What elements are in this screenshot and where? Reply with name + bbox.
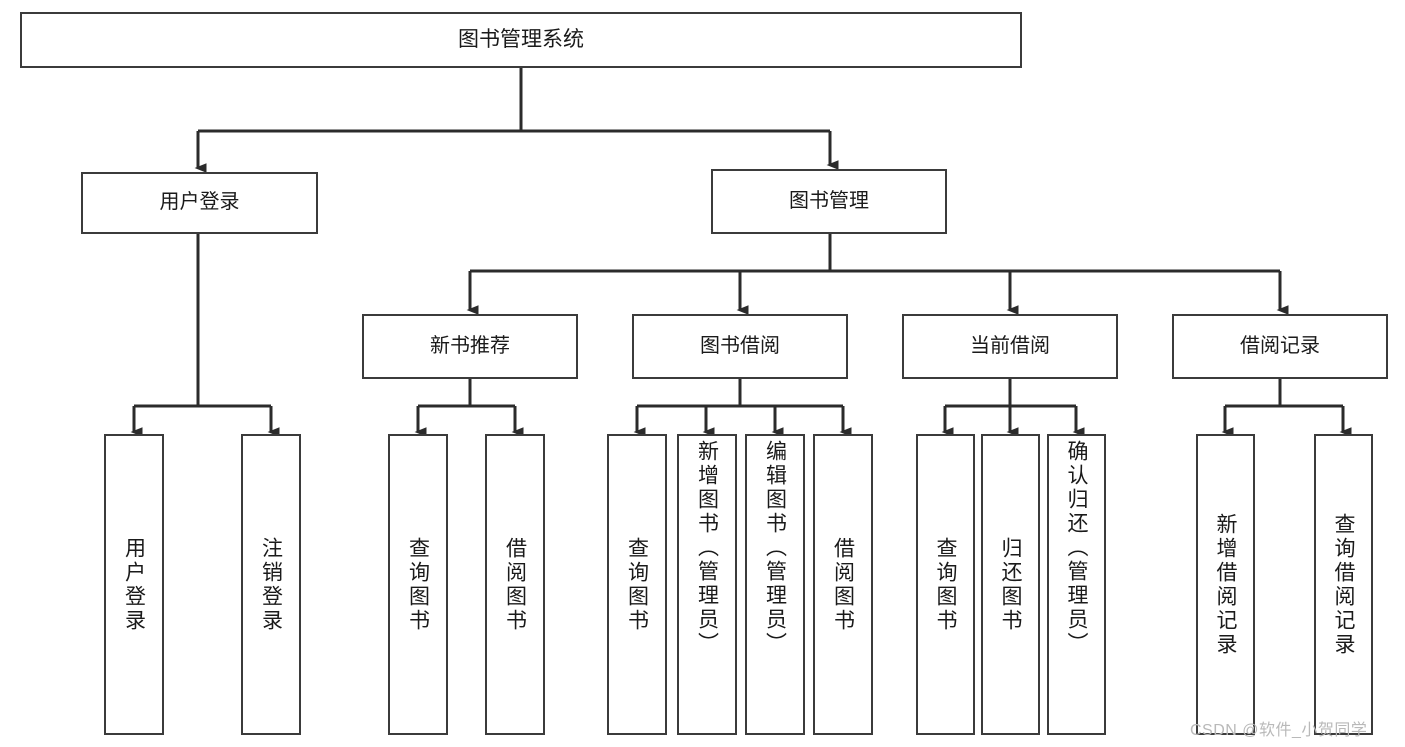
node-borrow-record[interactable]: 借阅记录: [1172, 314, 1388, 379]
csdn-watermark: CSDN @软件_小贺同学: [1190, 722, 1368, 739]
node-label: 查询图书: [934, 536, 957, 633]
node-label: 借阅图书: [831, 536, 855, 633]
node-current-borrow[interactable]: 当前借阅: [902, 314, 1118, 379]
node-label: 图书管理系统: [458, 27, 584, 51]
node-label: 新增图书（管理员）: [695, 440, 719, 656]
node-book-management[interactable]: 图书管理: [711, 169, 947, 234]
node-new-book-recommend[interactable]: 新书推荐: [362, 314, 578, 379]
node-label: 查询图书: [406, 536, 430, 633]
node-label: 当前借阅: [970, 334, 1050, 357]
node-root-system[interactable]: 图书管理系统: [20, 12, 1022, 68]
node-label: 借阅图书: [503, 536, 527, 633]
leaf-record-add-record[interactable]: 新增借阅记录: [1196, 434, 1255, 735]
node-label: 新增借阅记录: [1214, 512, 1237, 657]
leaf-user-login-signout[interactable]: 注销登录: [241, 434, 301, 735]
leaf-record-query-record[interactable]: 查询借阅记录: [1314, 434, 1373, 735]
node-label: 新书推荐: [430, 334, 510, 357]
leaf-borrow-add-book[interactable]: 新增图书（管理员）: [677, 434, 737, 735]
leaf-borrow-edit-book[interactable]: 编辑图书（管理员）: [745, 434, 805, 735]
node-label: 图书借阅: [700, 334, 780, 357]
leaf-borrow-borrow-book[interactable]: 借阅图书: [813, 434, 873, 735]
node-label: 确认归还（管理员）: [1065, 440, 1088, 656]
leaf-borrow-query-book[interactable]: 查询图书: [607, 434, 667, 735]
node-label: 归还图书: [999, 536, 1022, 633]
leaf-current-return-book[interactable]: 归还图书: [981, 434, 1040, 735]
node-label: 查询借阅记录: [1332, 512, 1355, 657]
node-label: 编辑图书（管理员）: [763, 440, 787, 656]
node-label: 用户登录: [159, 191, 240, 214]
leaf-current-confirm-return[interactable]: 确认归还（管理员）: [1047, 434, 1106, 735]
node-label: 借阅记录: [1240, 334, 1320, 357]
leaf-user-login-signin[interactable]: 用户登录: [104, 434, 164, 735]
node-user-login[interactable]: 用户登录: [81, 172, 318, 234]
leaf-recommend-borrow-book[interactable]: 借阅图书: [485, 434, 545, 735]
leaf-current-query-book[interactable]: 查询图书: [916, 434, 975, 735]
node-label: 注销登录: [259, 536, 283, 633]
node-label: 用户登录: [122, 536, 146, 633]
node-book-borrow[interactable]: 图书借阅: [632, 314, 848, 379]
node-label: 图书管理: [789, 189, 869, 212]
leaf-recommend-query-book[interactable]: 查询图书: [388, 434, 448, 735]
node-label: 查询图书: [625, 536, 649, 633]
